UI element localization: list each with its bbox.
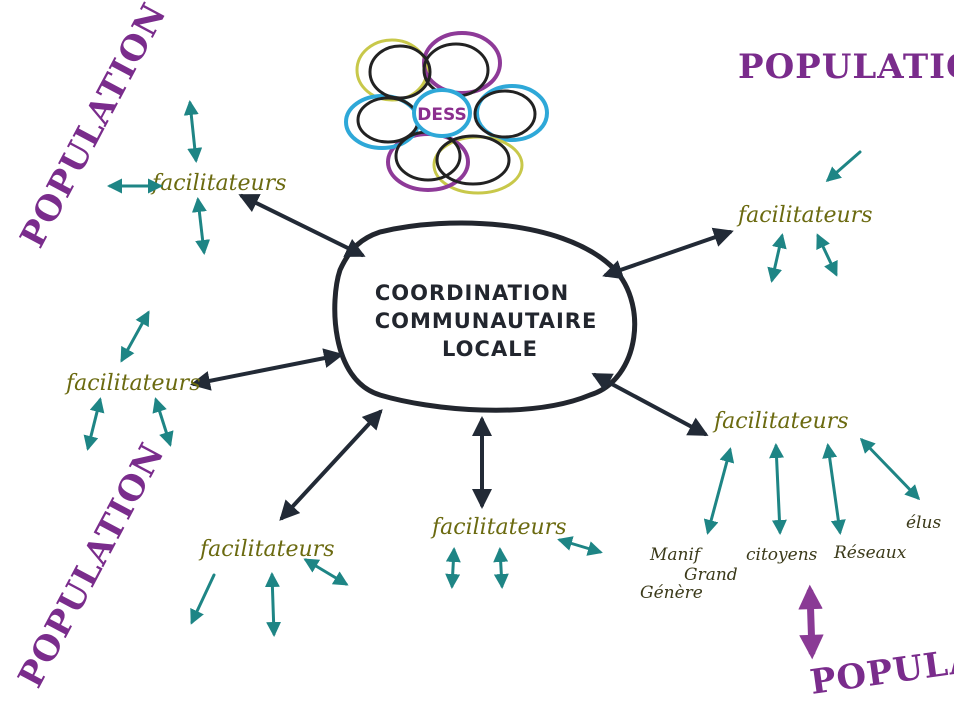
networks-label: Réseaux — [833, 543, 907, 563]
facilitators-top-left: facilitateurs — [150, 171, 286, 196]
group-label-line-1: Manif — [649, 545, 703, 565]
teal-arrows — [83, 100, 921, 637]
center-line-2: COMMUNAUTAIRE — [375, 309, 598, 333]
facilitators-mid-left: facilitateurs — [64, 371, 200, 396]
group-label-line-3: Génère — [640, 583, 703, 603]
main-arrows — [190, 194, 734, 521]
citizens-label: citoyens — [746, 545, 818, 565]
center-line-3: LOCALE — [442, 337, 538, 361]
group-label-line-2: Grand — [684, 565, 738, 585]
facilitators-top-right: facilitateurs — [736, 203, 872, 228]
facilitators-bottom-left: facilitateurs — [198, 537, 334, 562]
dess-label: DESS — [417, 105, 466, 125]
central-node: COORDINATION COMMUNAUTAIRE LOCALE — [332, 220, 638, 413]
elected-label: élus — [906, 513, 941, 533]
population-top-left: POPULATION — [13, 0, 175, 254]
population-arrow — [798, 584, 824, 660]
population-bottom-right: POPULATION — [808, 626, 954, 702]
center-line-1: COORDINATION — [375, 281, 569, 305]
dess-logo: DESS — [344, 31, 549, 195]
facilitators-bottom-center: facilitateurs — [430, 515, 566, 540]
population-bottom-left: POPULATION — [11, 436, 173, 694]
facilitators-mid-right: facilitateurs — [712, 409, 848, 434]
population-top-right: POPULATION — [738, 47, 954, 87]
